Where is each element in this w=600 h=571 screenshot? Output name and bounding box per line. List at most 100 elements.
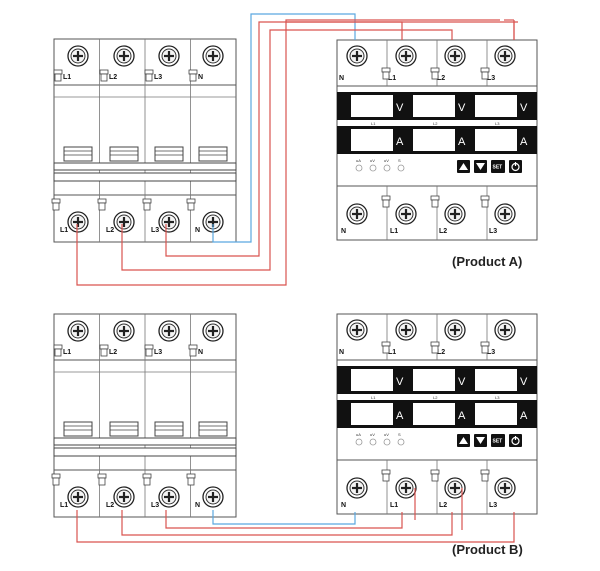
terminal-clip [381, 469, 391, 475]
terminal-label: V [458, 102, 466, 114]
terminal-clip [430, 469, 440, 475]
current-readout [351, 403, 393, 425]
breaker-rail [53, 447, 237, 457]
status-led [383, 438, 391, 446]
terminal-screw [113, 45, 135, 67]
terminal-clip [430, 67, 440, 73]
terminal-clip [54, 73, 62, 82]
terminal-screw [346, 477, 368, 499]
terminal-label: N [339, 75, 344, 82]
neutral-wire [212, 13, 356, 243]
terminal-clip [431, 199, 439, 208]
phase-wire-l1 [76, 19, 500, 286]
terminal-label: A [396, 410, 404, 422]
terminal-clip [382, 473, 390, 482]
current-readout [413, 403, 455, 425]
breaker-toggle [154, 421, 184, 437]
terminal-clip [100, 73, 108, 82]
terminal-label: L1 [390, 502, 398, 509]
terminal-screw [113, 320, 135, 342]
terminal-screw [346, 319, 368, 341]
terminal-screw [395, 203, 417, 225]
triangle-up-icon [459, 437, 468, 444]
terminal-label: L2 [106, 227, 114, 234]
terminal-clip [480, 195, 490, 201]
terminal-clip [480, 341, 490, 347]
terminal-label: L1 [388, 349, 396, 356]
terminal-clip [51, 198, 61, 204]
terminal-clip [480, 469, 490, 475]
terminal-clip [53, 344, 63, 350]
breaker-toggle [63, 421, 93, 437]
terminal-screw [444, 203, 466, 225]
terminal-label: uA [356, 158, 361, 163]
terminal-label: L1 [371, 395, 376, 400]
terminal-clip [481, 71, 489, 80]
terminal-clip [54, 348, 62, 357]
terminal-label: L1 [63, 74, 71, 81]
phase-wire-l1 [76, 510, 515, 543]
terminal-screw [158, 45, 180, 67]
status-led [369, 438, 377, 446]
terminal-clip [142, 473, 152, 479]
terminal-screw [444, 45, 466, 67]
terminal-clip [186, 473, 196, 479]
terminal-label: L3 [495, 395, 500, 400]
terminal-label: L3 [154, 349, 162, 356]
terminal-label: SET [493, 165, 503, 171]
terminal-screw [444, 319, 466, 341]
terminal-label: A [396, 136, 404, 148]
voltage-readout [351, 95, 393, 117]
terminal-clip [382, 199, 390, 208]
voltage-readout [351, 369, 393, 391]
status-led [383, 164, 391, 172]
terminal-label: L1 [388, 75, 396, 82]
terminal-screw [67, 211, 89, 233]
triangle-up-icon [459, 163, 468, 170]
terminal-label: L1 [60, 227, 68, 234]
voltage-readout [413, 369, 455, 391]
terminal-clip [189, 73, 197, 82]
terminal-label: L2 [106, 502, 114, 509]
breaker-toggle [109, 421, 139, 437]
terminal-screw [67, 486, 89, 508]
terminal-clip [481, 473, 489, 482]
terminal-label: A [458, 136, 466, 148]
terminal-label: uV [384, 432, 389, 437]
voltage-readout [413, 95, 455, 117]
terminal-clip [189, 348, 197, 357]
terminal-clip [52, 202, 60, 211]
terminal-screw [494, 477, 516, 499]
set-button: SET [491, 160, 505, 173]
up-button [457, 434, 470, 447]
terminal-label: L1 [390, 228, 398, 235]
set-button: SET [491, 434, 505, 447]
terminal-clip [481, 345, 489, 354]
terminal-label: L1 [60, 502, 68, 509]
terminal-clip [99, 69, 109, 75]
terminal-screw [67, 320, 89, 342]
terminal-label: N [198, 349, 203, 356]
phase-wire-l3 [165, 510, 403, 529]
terminal-screw [67, 45, 89, 67]
terminal-screw [494, 203, 516, 225]
terminal-clip [481, 199, 489, 208]
terminal-label: S [398, 432, 401, 437]
terminal-clip [382, 71, 390, 80]
status-led [355, 438, 363, 446]
terminal-label: A [520, 136, 528, 148]
terminal-label: L2 [437, 349, 445, 356]
terminal-label: L3 [489, 502, 497, 509]
terminal-clip [431, 71, 439, 80]
phase-wire-l2 [121, 510, 453, 536]
status-led [397, 438, 405, 446]
status-led [355, 164, 363, 172]
terminal-clip [188, 69, 198, 75]
terminal-clip [381, 341, 391, 347]
terminal-clip [99, 344, 109, 350]
terminal-clip [430, 195, 440, 201]
terminal-clip [97, 473, 107, 479]
